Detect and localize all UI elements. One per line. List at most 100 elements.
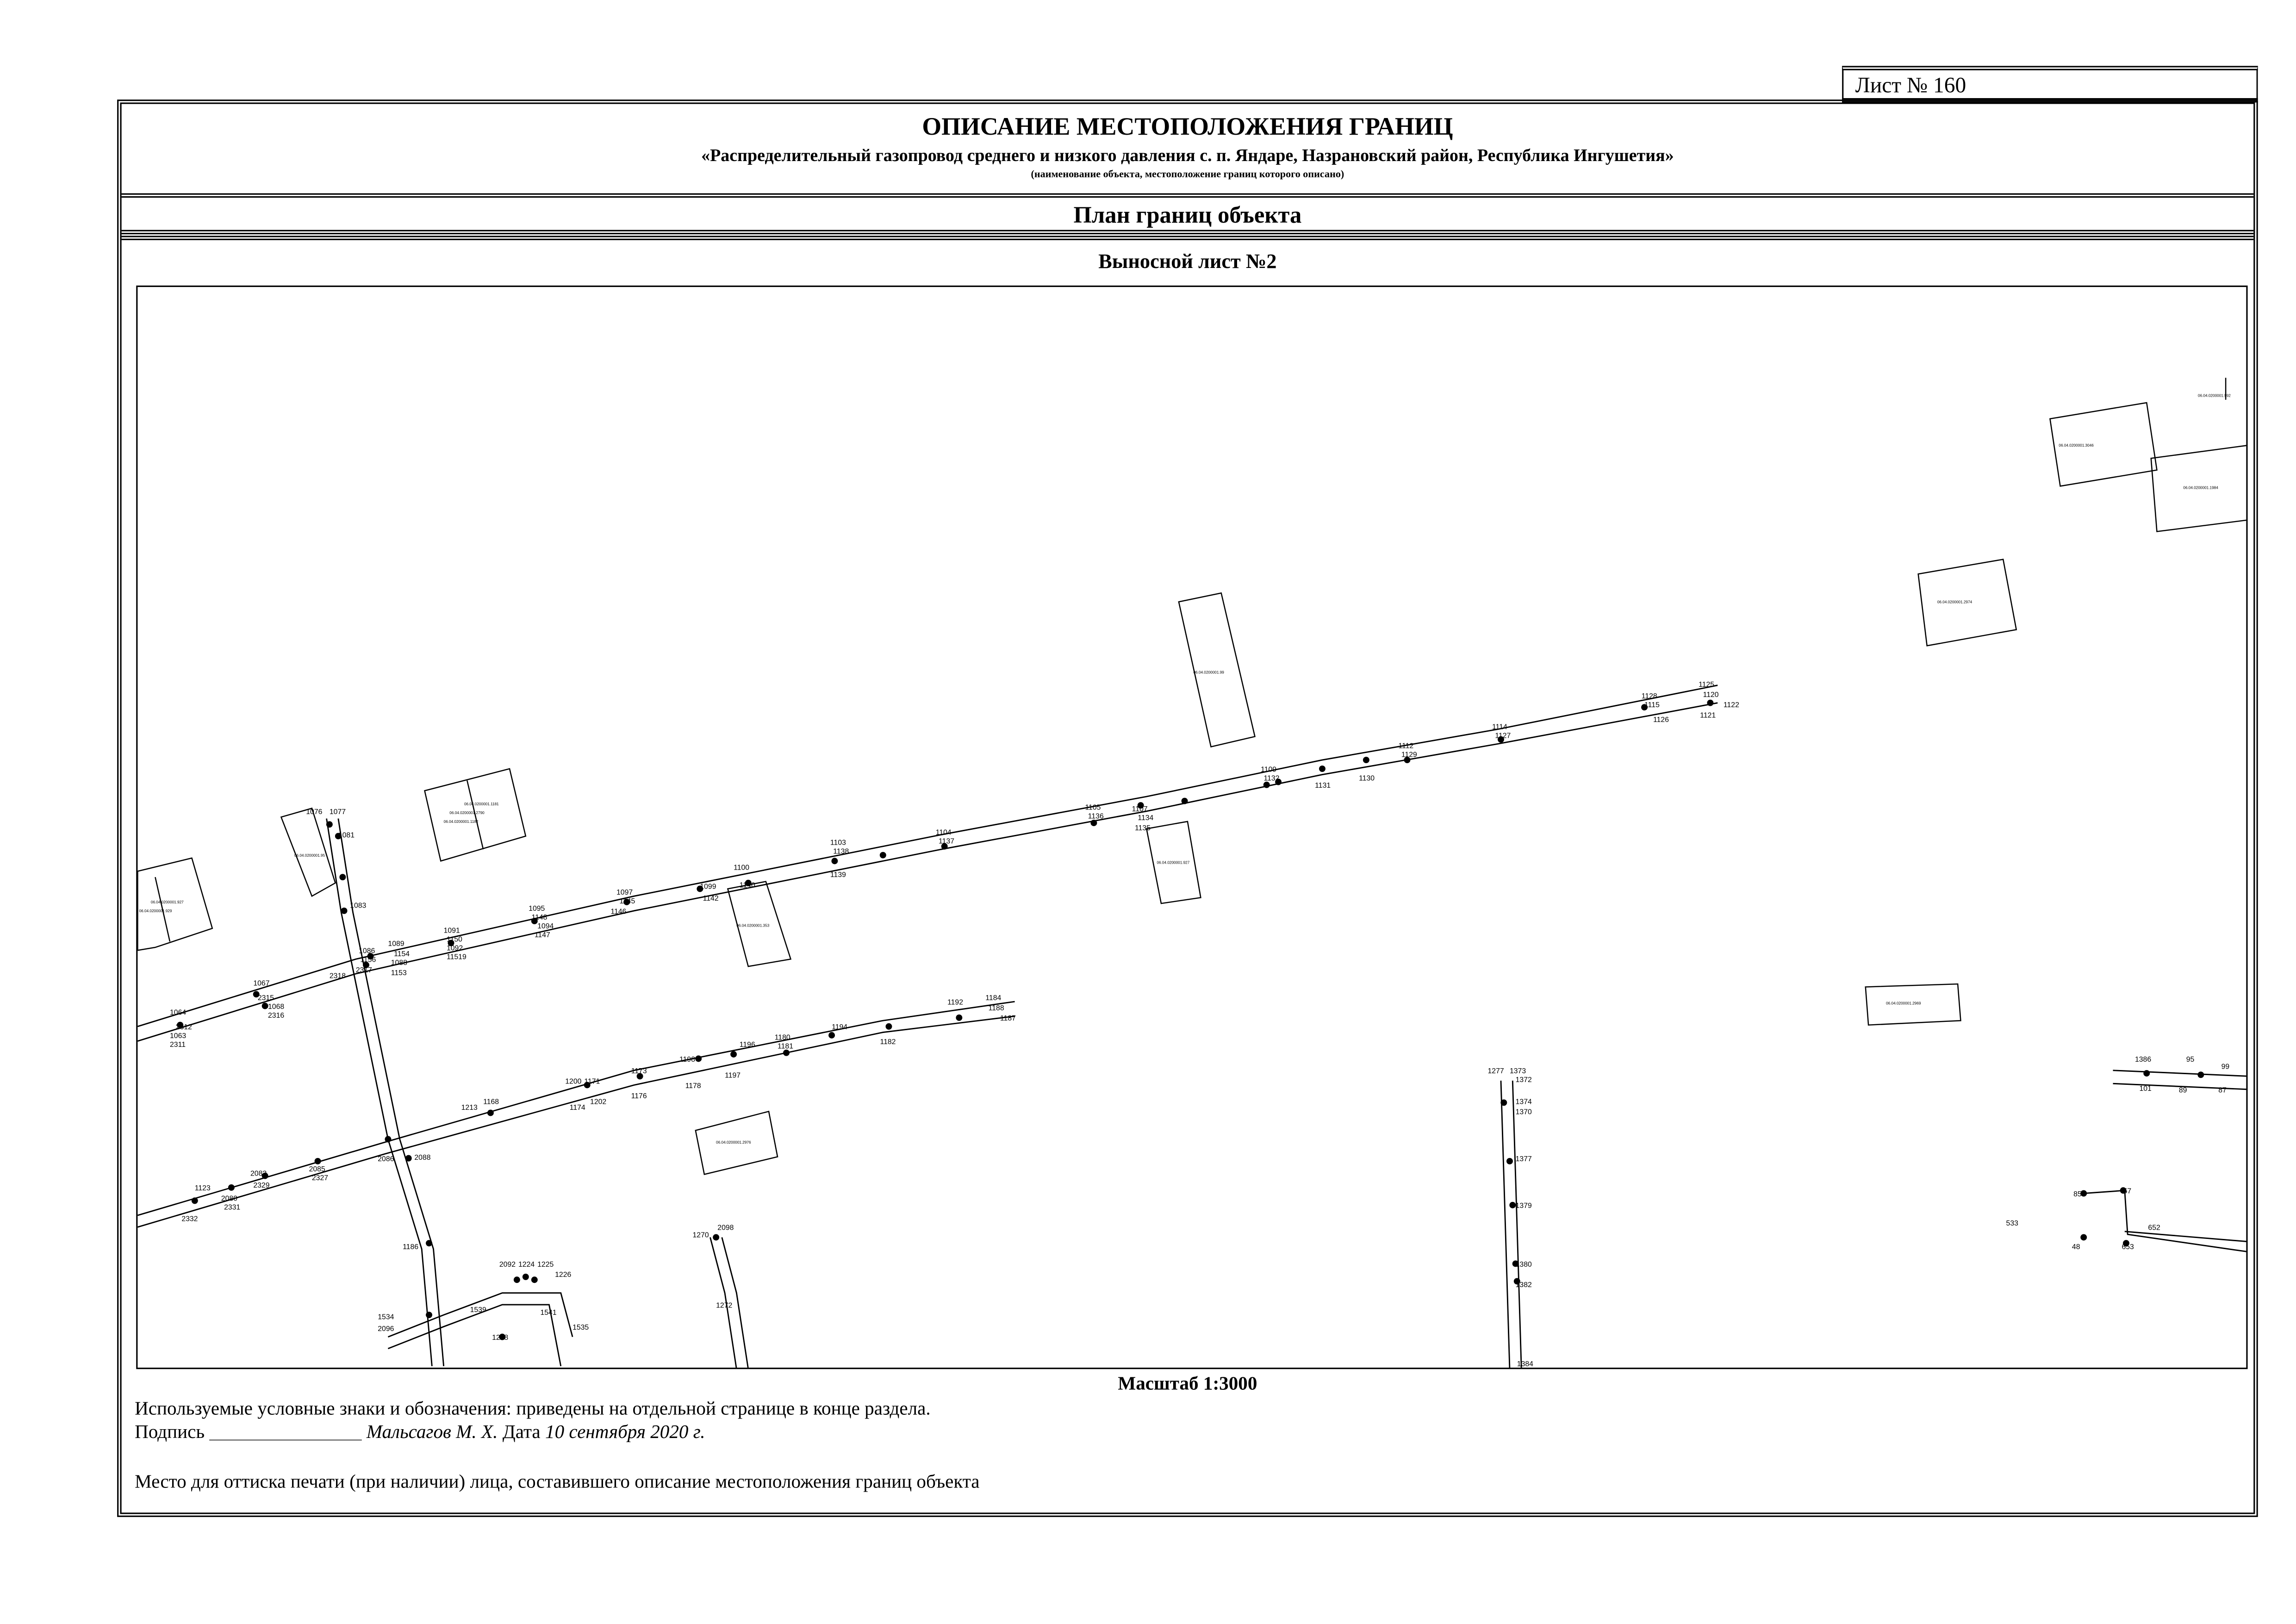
point-label: 1150 <box>447 935 462 943</box>
survey-point-marker <box>499 1333 506 1340</box>
point-label: 1192 <box>947 998 963 1006</box>
parcel <box>137 857 213 951</box>
point-label: 1539 <box>470 1306 486 1314</box>
point-label: 1535 <box>572 1324 589 1332</box>
survey-point-marker <box>191 1197 198 1204</box>
survey-point-marker <box>2120 1187 2127 1194</box>
sheet-number: Лист № 160 <box>1842 66 2258 103</box>
parcel-cadastral-number: 06.04.0200001.2976 <box>716 1140 751 1145</box>
survey-points <box>177 699 2204 1340</box>
object-name-note: (наименование объекта, местоположение гр… <box>1031 168 1344 180</box>
point-label: 1109 <box>1261 765 1276 773</box>
parcel-cadastral-number: 06.04.0200001.2969 <box>1886 1001 1921 1005</box>
survey-point-marker <box>1512 1260 1519 1267</box>
point-label: 1145 <box>619 897 635 905</box>
point-label: 1081 <box>338 832 355 840</box>
point-label: 1107 <box>1132 805 1148 813</box>
point-label: 1140 <box>740 881 755 889</box>
survey-point-marker <box>2080 1234 2087 1241</box>
point-label: 533 <box>2006 1220 2019 1227</box>
document-frame: ОПИСАНИЕ МЕСТОПОЛОЖЕНИЯ ГРАНИЦ «Распреде… <box>117 100 2258 1517</box>
point-label: 1125 <box>1699 681 1714 689</box>
pipeline-right-c <box>2084 1189 2246 1252</box>
survey-point-marker <box>363 962 369 968</box>
pipeline-upper-b <box>137 702 1718 1042</box>
survey-point-marker <box>636 1073 643 1080</box>
survey-point-marker <box>623 899 630 905</box>
survey-point-marker <box>745 879 752 886</box>
survey-point-marker <box>584 1082 591 1089</box>
point-label: 2098 <box>717 1224 734 1232</box>
parcel <box>424 768 527 862</box>
point-label: 1174 <box>570 1104 585 1112</box>
point-label: 1228 <box>492 1334 508 1342</box>
survey-point-marker <box>339 874 346 881</box>
point-label: 2327 <box>312 1174 328 1182</box>
point-label: 1128 <box>1642 692 1657 700</box>
point-label: 1373 <box>1510 1067 1526 1075</box>
point-label: 1115 <box>1644 701 1660 709</box>
legend-note: Используемые условные знаки и обозначени… <box>135 1397 931 1419</box>
point-label: 2315 <box>258 994 274 1002</box>
point-label: 1137 <box>939 837 954 845</box>
survey-point-marker <box>261 1172 268 1179</box>
parcels <box>137 378 2246 1175</box>
point-label: 2092 <box>499 1261 516 1269</box>
pipelines <box>137 684 2246 1368</box>
point-label: 1277 <box>1488 1067 1504 1075</box>
point-label: 1370 <box>1516 1108 1532 1116</box>
parcel-cadastral-number: 06.04.0200001.2974 <box>1937 600 1972 604</box>
point-label: 2080 <box>221 1195 237 1202</box>
document-title: ОПИСАНИЕ МЕСТОПОЛОЖЕНИЯ ГРАНИЦ <box>922 112 1453 141</box>
parcel-cadastral-number: 06.04.0200001.927 <box>151 900 184 904</box>
point-label: 2332 <box>181 1215 198 1223</box>
sheet-subtitle: Выносной лист №2 <box>1098 252 1277 274</box>
point-label: 1187 <box>1000 1014 1016 1022</box>
map-scale: Масштаб 1:3000 <box>1118 1372 1257 1394</box>
survey-point-marker <box>2080 1190 2087 1197</box>
parcel-cadastral-number: 06.04.0200001.2790 <box>449 811 485 815</box>
point-label: 1153 <box>391 969 407 977</box>
point-label: 2088 <box>414 1154 430 1162</box>
point-label: 1121 <box>1700 711 1716 719</box>
point-label: 2331 <box>224 1203 240 1211</box>
signature-row: Подпись ________________ Мальсагов М. Х.… <box>135 1420 705 1444</box>
point-label: 1097 <box>616 889 633 896</box>
point-label: 1386 <box>2135 1056 2151 1064</box>
point-label: 1180 <box>775 1033 790 1041</box>
survey-point-marker <box>314 1158 321 1164</box>
pipeline-branch <box>387 1292 573 1338</box>
stamp-note: Место для оттиска печати (при наличии) л… <box>135 1470 980 1493</box>
survey-point-marker <box>941 843 948 850</box>
survey-point-marker <box>513 1276 520 1283</box>
point-label: 1202 <box>590 1098 606 1106</box>
point-label: 1382 <box>1516 1281 1532 1289</box>
point-label: 1112 <box>1399 742 1414 750</box>
survey-point-marker <box>783 1049 790 1056</box>
point-label: 1077 <box>330 808 346 816</box>
point-label: 1099 <box>700 883 716 890</box>
survey-point-marker <box>695 1055 702 1062</box>
survey-point-marker <box>253 991 260 998</box>
parcel <box>695 1110 778 1175</box>
point-label: 1123 <box>195 1184 211 1192</box>
point-label: 1134 <box>1138 814 1153 822</box>
survey-point-marker <box>426 1240 432 1247</box>
parcel-cadastral-number: 06.04.0200001.1984 <box>2183 486 2218 490</box>
parcel <box>1865 983 1961 1026</box>
survey-point-marker <box>1137 802 1144 809</box>
point-label: 1374 <box>1516 1098 1532 1106</box>
point-label: 2312 <box>176 1023 192 1031</box>
point-label: 1132 <box>1263 774 1279 782</box>
point-label: 1130 <box>1359 774 1375 782</box>
point-label: 1270 <box>693 1231 709 1239</box>
point-label: 1272 <box>716 1301 732 1309</box>
pipeline-lower-b <box>137 1015 1015 1228</box>
point-label: 1176 <box>631 1092 647 1100</box>
point-label: 2329 <box>253 1182 269 1189</box>
survey-point-marker <box>885 1023 892 1030</box>
parcel <box>2049 402 2158 487</box>
parcel-cadastral-number: 06.04.0200001.3046 <box>2059 443 2094 448</box>
